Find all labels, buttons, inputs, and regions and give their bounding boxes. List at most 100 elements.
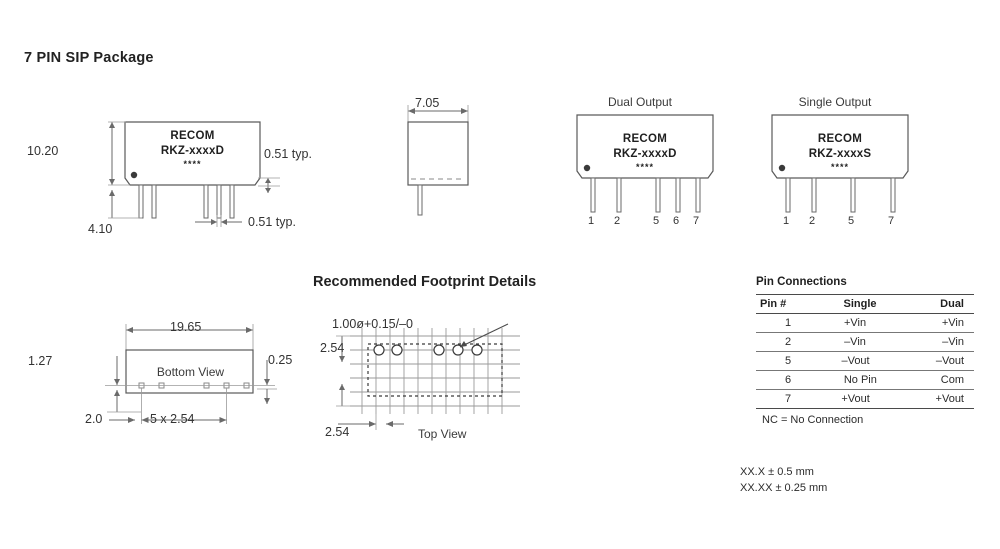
cell-dual: +Vout [935, 393, 964, 405]
pin-6 [216, 184, 222, 219]
front-view-brand: RECOM [170, 130, 215, 142]
dim-right-arrow-bottom [265, 188, 271, 193]
row-rule-3 [756, 370, 974, 371]
dim-right-arrow-top [265, 178, 271, 183]
dim-width-arrow-left [408, 108, 415, 114]
front-view-dim-right: 0.51 typ. [264, 147, 312, 161]
top-view-caption: Top View [418, 427, 467, 441]
tv-dim-vert-arrow [339, 356, 345, 362]
table-header-rule [756, 313, 974, 314]
footprint-holes [373, 344, 483, 356]
pin-connections-rows: 5 –Vout –Vout [756, 352, 974, 370]
front-view-dim-pinlength: 4.10 [88, 222, 113, 236]
bottom-view-dim-width: 19.65 [170, 320, 202, 334]
table-row: 6 No Pin Com [756, 371, 974, 389]
polarity-dot [130, 171, 138, 179]
top-view-dim-horizontal: 2.54 [325, 425, 350, 439]
dual-pin-label-2: 2 [614, 215, 621, 227]
dim-pinwidth-arrow-left [211, 219, 217, 225]
dual-pin-label-5: 5 [653, 215, 660, 227]
front-view-svg [108, 121, 280, 227]
dual-pin-2 [616, 177, 622, 213]
front-view-dim-height: 10.20 [27, 144, 59, 158]
row-rule-2 [756, 351, 974, 352]
dim-pinwidth-arrow-right [221, 219, 227, 225]
pin-2 [151, 184, 157, 219]
single-pin-label-7: 7 [888, 215, 895, 227]
dual-pin-7 [695, 177, 701, 213]
pin-1 [138, 184, 144, 219]
cell-single: +Vin [843, 317, 867, 329]
header-pin: Pin # [760, 298, 787, 310]
single-pin-label-1: 1 [783, 215, 790, 227]
module-outline-dashed [367, 343, 503, 397]
pin-connections-table: Pin # Single Dual [756, 295, 974, 313]
pin-connections-rows: 6 No Pin Com [756, 371, 974, 389]
package-body [124, 121, 261, 186]
cell-single: No Pin [843, 374, 877, 386]
dual-pin-1 [590, 177, 596, 213]
single-pin-7 [890, 177, 896, 213]
table-row: 1 +Vin +Vin [756, 314, 974, 332]
dim-width-arrow-right [461, 108, 468, 114]
dim-pinlen-arrow-top [109, 190, 115, 196]
side-view-svg [407, 105, 469, 216]
single-view-stars: **** [830, 162, 849, 172]
top-view-hole-note: 1.00ø+0.15/–0 [332, 317, 413, 331]
cell-dual: –Vin [942, 336, 964, 348]
pin-7 [229, 184, 235, 219]
dual-body [576, 114, 714, 179]
header-dual: Dual [940, 298, 964, 310]
row-rule-4 [756, 389, 974, 390]
top-view-svg [336, 323, 520, 430]
single-pin-label-2: 2 [809, 215, 816, 227]
pitch-arrow-right [219, 417, 227, 423]
cell-dual: –Vout [935, 355, 964, 367]
hole-note-arrow [460, 341, 467, 347]
side-view-drawing [380, 95, 510, 235]
hole-note-leader [459, 323, 509, 348]
front-view-part: RKZ-xxxxD [160, 145, 225, 157]
single-polarity-dot [778, 164, 786, 172]
single-view-drawing [760, 110, 920, 230]
table-row: 2 –Vin –Vin [756, 333, 974, 351]
table-bottom-rule [756, 408, 974, 409]
cell-pin: 6 [784, 374, 792, 386]
side-pin [417, 184, 423, 216]
bv-dim-025b-arrow [264, 398, 270, 404]
single-pin-2 [811, 177, 817, 213]
cell-pin: 5 [784, 355, 792, 367]
cell-single: –Vin [844, 336, 866, 348]
single-view-brand: RECOM [817, 133, 863, 145]
bottom-view-dim-pitch: 5 x 2.54 [150, 412, 195, 426]
pin-connections-rows: 2 –Vin –Vin [756, 333, 974, 351]
dual-view-stars: **** [635, 162, 654, 172]
single-view-part: RKZ-xxxxS [808, 148, 872, 160]
cell-dual: Com [940, 374, 964, 386]
dual-pin-5 [655, 177, 661, 213]
dual-pin-label-7: 7 [693, 215, 700, 227]
single-pin-label-5: 5 [848, 215, 855, 227]
pin-5 [203, 184, 209, 219]
cell-single: +Vout [841, 393, 870, 405]
bottom-view-dim-right: 0.25 [268, 353, 293, 367]
dim-height-arrow-bottom [109, 179, 115, 185]
single-pin-1 [785, 177, 791, 213]
dual-pin-6 [675, 177, 681, 213]
tolerance-note-2: XX.XX ± 0.25 mm [740, 482, 828, 494]
bottom-view-dim-left: 1.27 [28, 354, 53, 368]
dual-pin-label-1: 1 [588, 215, 595, 227]
single-output-caption: Single Output [798, 95, 872, 109]
cell-dual: +Vin [941, 317, 964, 329]
table-top-rule [756, 294, 974, 295]
table-header-row: Pin # Single Dual [756, 295, 974, 313]
cell-pin: 1 [784, 317, 792, 329]
bottom-view-caption: Bottom View [156, 365, 225, 379]
dual-view-part: RKZ-xxxxD [613, 148, 677, 160]
dual-pin-label-6: 6 [673, 215, 680, 227]
row-rule-1 [756, 332, 974, 333]
pin-connections-rows: 1 +Vin +Vin [756, 314, 974, 332]
dual-view-brand: RECOM [622, 133, 668, 145]
bottom-view-svg [105, 324, 277, 424]
page-title: 7 PIN SIP Package [24, 50, 154, 66]
